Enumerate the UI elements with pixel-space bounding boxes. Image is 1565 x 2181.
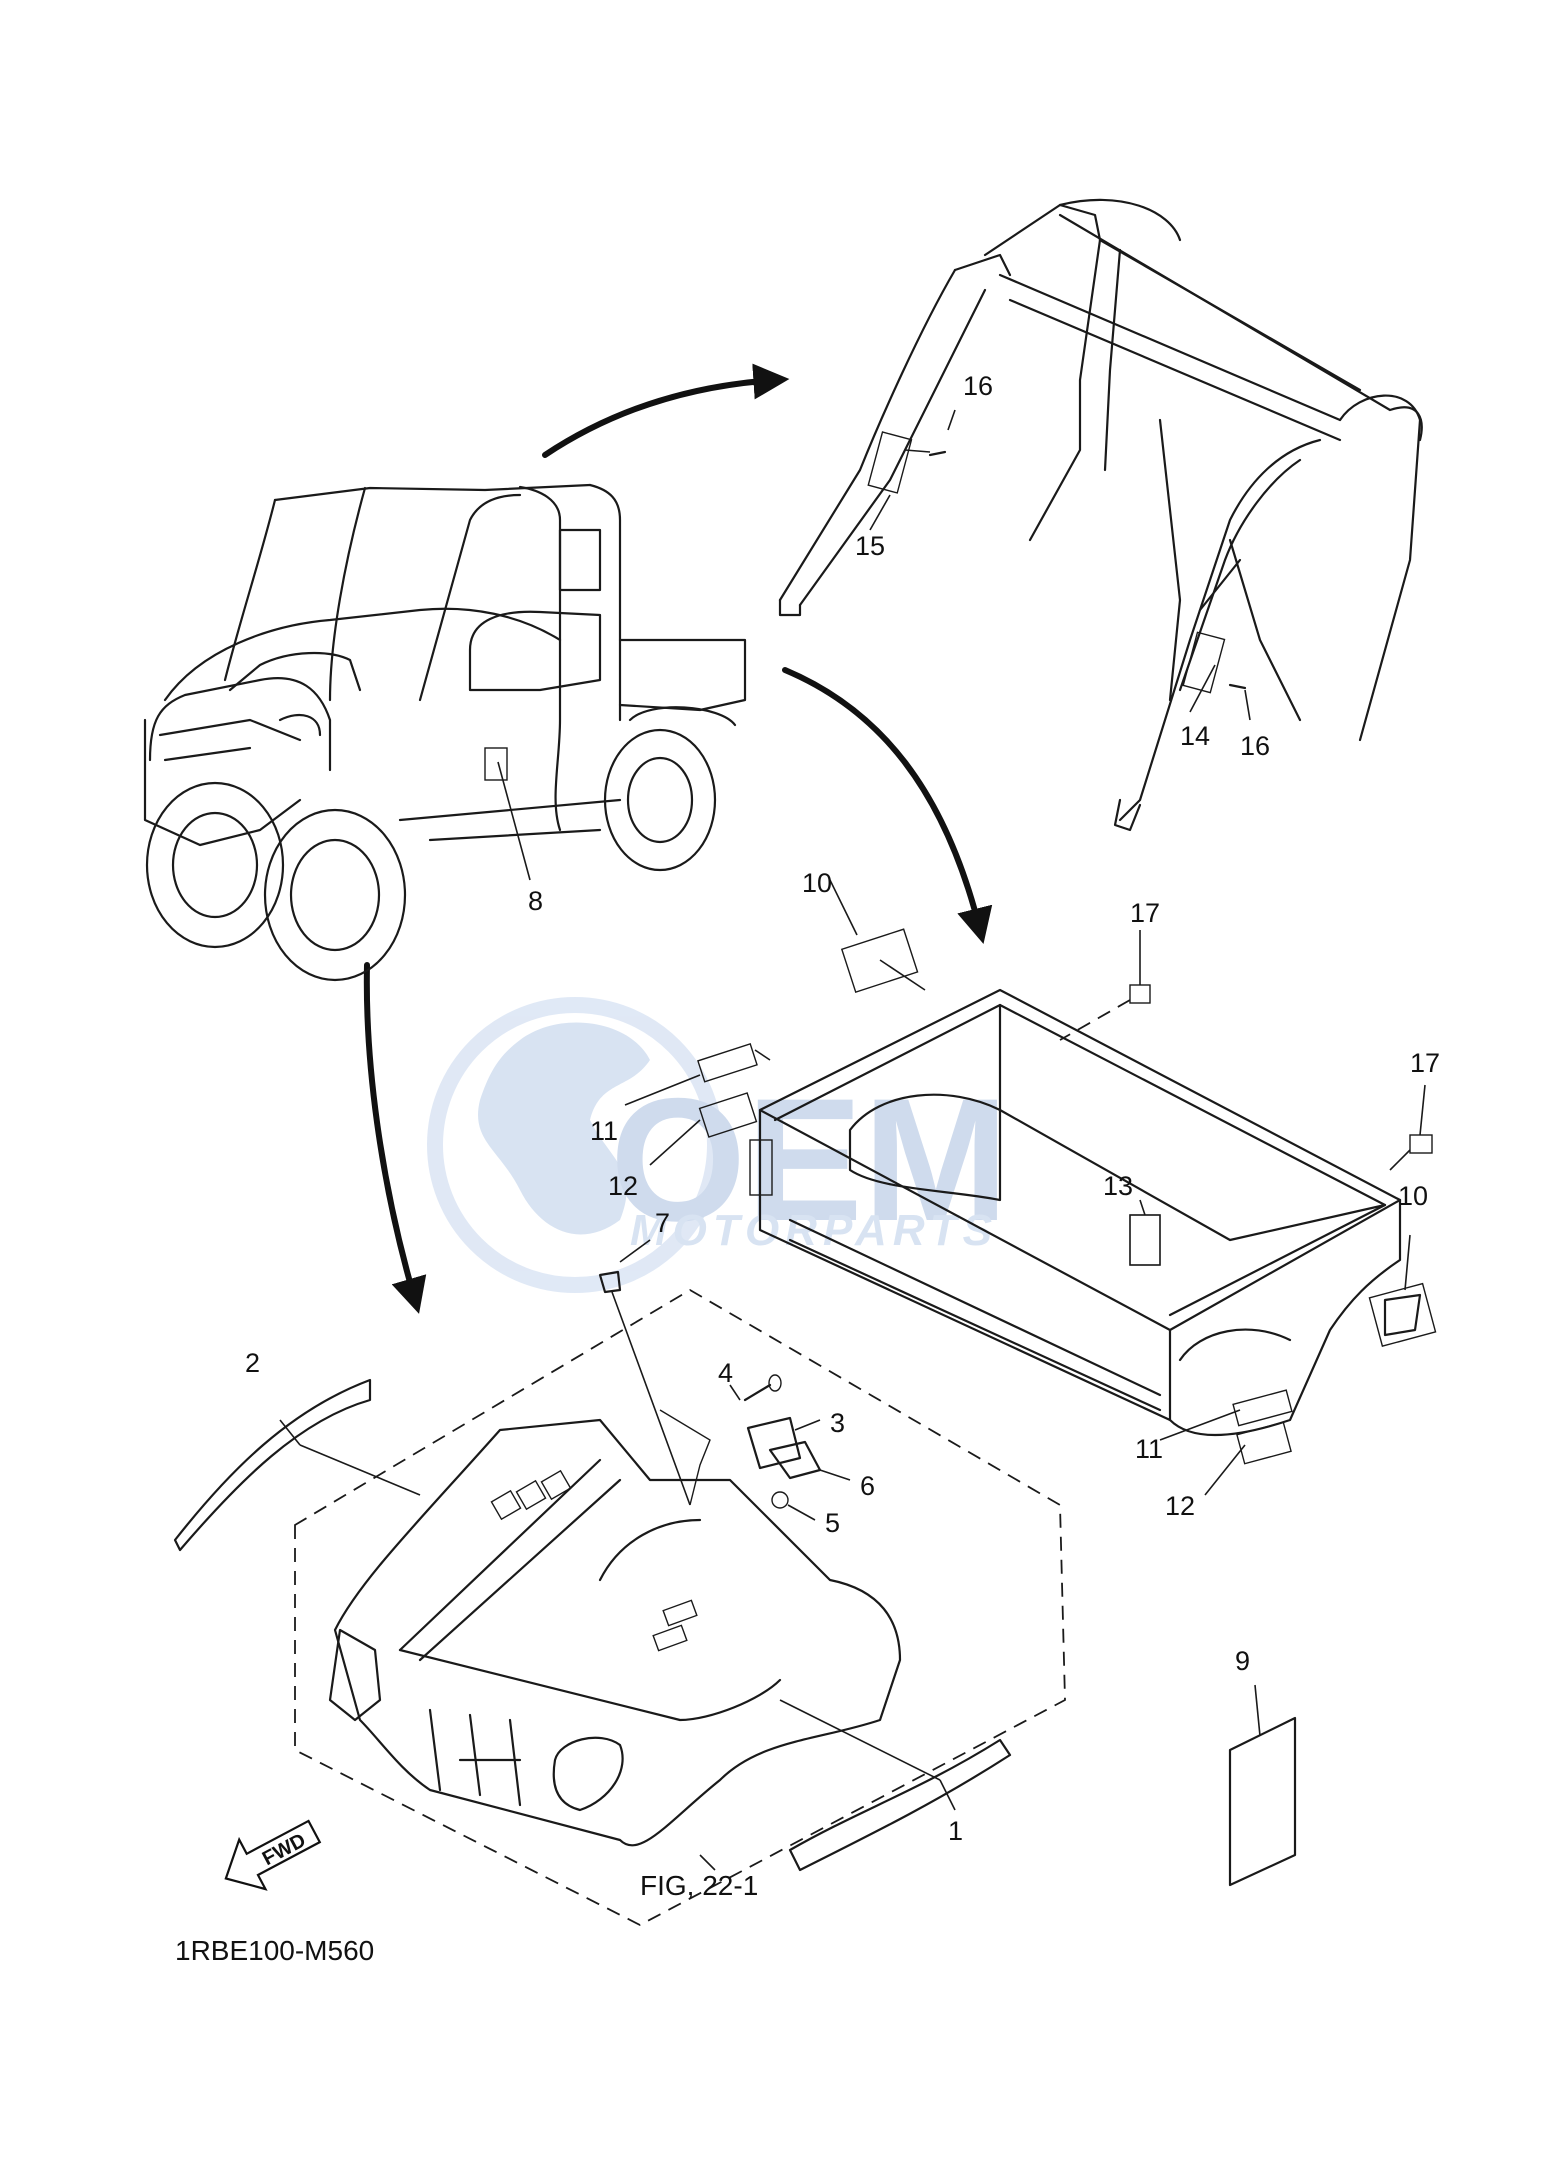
- callout-16: 16: [963, 371, 993, 401]
- callout-14: 14: [1180, 721, 1210, 751]
- callout-10: 10: [802, 868, 832, 898]
- callout-10: 10: [1398, 1181, 1428, 1211]
- flow-arrows: [363, 363, 993, 1314]
- callout-17: 17: [1130, 898, 1160, 928]
- callout-11: 11: [1135, 1434, 1163, 1464]
- watermark: OEM MOTORPARTS: [427, 997, 1009, 1293]
- callout-labels: 16 15 14 16 8 10 17 17 11 12 13 10 7 2 4…: [245, 371, 1440, 1846]
- bed-decals: [624, 879, 1437, 1496]
- callout-3: 3: [830, 1408, 845, 1438]
- callout-8: 8: [528, 886, 543, 916]
- callout-16: 16: [1240, 731, 1270, 761]
- fwd-arrow-icon: FWD: [224, 1819, 322, 1891]
- callout-11: 11: [590, 1116, 618, 1146]
- callout-9: 9: [1235, 1646, 1250, 1676]
- callout-15: 15: [855, 531, 885, 561]
- diagram-code: 1RBE100-M560: [175, 1935, 374, 1966]
- callout-6: 6: [860, 1471, 875, 1501]
- vehicle-overview: [143, 483, 747, 982]
- callout-17: 17: [1410, 1048, 1440, 1078]
- callout-1: 1: [948, 1816, 963, 1846]
- callout-13: 13: [1103, 1171, 1133, 1201]
- callout-4: 4: [718, 1358, 733, 1388]
- callout-12: 12: [1165, 1491, 1195, 1521]
- roll-cage: [778, 198, 1423, 832]
- figure-reference: FIG, 22-1: [640, 1870, 758, 1901]
- cargo-bed: [749, 988, 1402, 1437]
- callout-5: 5: [825, 1508, 840, 1538]
- decal-9: [1228, 1684, 1297, 1887]
- callout-2: 2: [245, 1348, 260, 1378]
- callout-12: 12: [608, 1171, 638, 1201]
- callout-7: 7: [655, 1208, 670, 1238]
- hood-assembly: [173, 1239, 1066, 1927]
